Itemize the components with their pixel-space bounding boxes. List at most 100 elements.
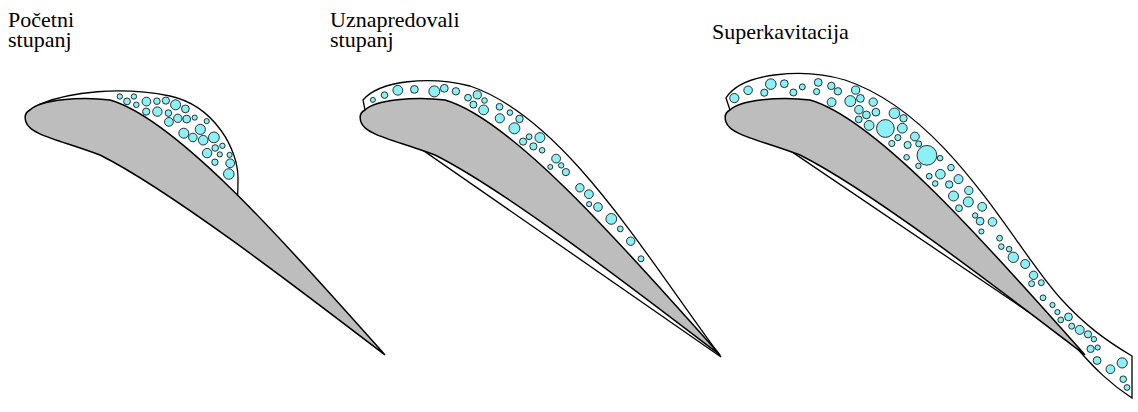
vapour-bubble — [946, 181, 953, 188]
vapour-bubble — [897, 123, 907, 133]
vapour-bubble — [1008, 252, 1018, 262]
vapour-bubble — [174, 114, 182, 122]
vapour-bubble — [473, 91, 481, 99]
vapour-bubble — [900, 115, 907, 122]
vapour-bubble — [617, 226, 623, 232]
vapour-bubble — [507, 110, 513, 116]
vapour-bubble — [1055, 310, 1060, 315]
vapour-bubble — [576, 184, 584, 192]
vapour-bubble — [192, 115, 197, 120]
vapour-bubble — [904, 141, 911, 148]
vapour-bubble — [482, 98, 488, 104]
vapour-bubble — [889, 108, 900, 119]
vapour-bubble — [916, 163, 921, 168]
vapour-bubble — [202, 148, 211, 157]
vapour-bubble — [956, 205, 963, 212]
vapour-bubble — [124, 98, 131, 105]
vapour-bubble — [1117, 358, 1127, 368]
vapour-bubble — [963, 197, 973, 207]
vapour-bubble — [869, 98, 877, 106]
hydrofoil — [25, 98, 385, 355]
vapour-bubble — [1029, 271, 1037, 279]
vapour-bubble — [1120, 376, 1127, 383]
vapour-bubble — [904, 155, 910, 161]
vapour-bubble — [496, 103, 503, 110]
vapour-bubble — [937, 155, 943, 161]
vapour-bubble — [911, 132, 920, 141]
vapour-bubble — [452, 88, 459, 95]
vapour-bubble — [917, 145, 937, 165]
vapour-bubble — [429, 86, 440, 97]
vapour-bubble — [949, 191, 959, 201]
vapour-bubble — [479, 105, 489, 115]
vapour-bubble — [226, 159, 235, 168]
vapour-bubble — [381, 92, 388, 99]
vapour-bubble — [1093, 357, 1101, 365]
vapour-bubble — [606, 214, 617, 225]
vapour-bubble — [766, 79, 777, 90]
vapour-bubble — [978, 202, 987, 211]
foil-supercavitation — [725, 74, 1132, 398]
vapour-bubble — [530, 143, 537, 150]
vapour-bubble — [916, 141, 922, 147]
vapour-bubble — [864, 121, 874, 131]
vapour-bubble — [220, 143, 225, 148]
vapour-bubble — [730, 94, 739, 103]
vapour-bubble — [954, 175, 963, 184]
vapour-bubble — [627, 237, 635, 245]
vapour-bubble — [165, 110, 172, 117]
vapour-bubble — [976, 217, 984, 225]
vapour-bubble — [932, 181, 938, 187]
vapour-bubble — [552, 154, 561, 163]
vapour-bubble — [889, 140, 895, 146]
vapour-bubble — [142, 97, 151, 106]
vapour-bubble — [195, 124, 205, 134]
vapour-bubble — [827, 98, 836, 107]
vapour-bubble — [198, 135, 208, 145]
hydrofoil — [360, 98, 720, 355]
vapour-bubble — [997, 235, 1003, 241]
vapour-bubble — [539, 148, 545, 154]
vapour-bubble — [761, 89, 768, 96]
vapour-bubble — [855, 105, 864, 114]
vapour-bubble — [189, 133, 198, 142]
vapour-bubble — [117, 94, 122, 99]
vapour-bubble — [895, 135, 901, 141]
vapour-bubble — [1038, 280, 1044, 286]
vapour-bubble — [863, 111, 871, 119]
vapour-bubble — [143, 108, 150, 115]
vapour-bubble — [1058, 317, 1064, 323]
vapour-bubble — [1087, 345, 1094, 352]
vapour-bubble — [1050, 302, 1055, 307]
vapour-bubble — [814, 79, 822, 87]
vapour-bubble — [224, 169, 235, 180]
vapour-bubble — [814, 89, 820, 95]
vapour-bubble — [411, 86, 419, 94]
vapour-bubble — [979, 229, 984, 234]
vapour-bubble — [948, 164, 955, 171]
vapour-bubble — [182, 105, 190, 113]
cavity — [726, 74, 1132, 398]
vapour-bubble — [744, 86, 753, 95]
vapour-bubble — [227, 152, 232, 157]
vapour-bubble — [852, 86, 860, 94]
vapour-bubble — [790, 89, 797, 96]
vapour-bubble — [162, 97, 169, 104]
vapour-bubble — [393, 85, 403, 95]
vapour-bubble — [209, 132, 220, 143]
vapour-bubble — [212, 159, 218, 165]
vapour-bubble — [1069, 323, 1075, 329]
foil-initial — [25, 91, 385, 355]
vapour-bubble — [594, 203, 603, 212]
vapour-bubble — [845, 96, 856, 107]
vapour-bubble — [516, 115, 523, 122]
vapour-bubble — [857, 95, 865, 103]
vapour-bubble — [1084, 331, 1091, 338]
vapour-bubble — [370, 97, 375, 102]
vapour-bubble — [134, 102, 140, 108]
vapour-bubble — [212, 145, 219, 152]
hydrofoil — [725, 98, 1085, 355]
stage-label: Početni stupanj — [8, 10, 98, 50]
vapour-bubble — [154, 98, 161, 105]
